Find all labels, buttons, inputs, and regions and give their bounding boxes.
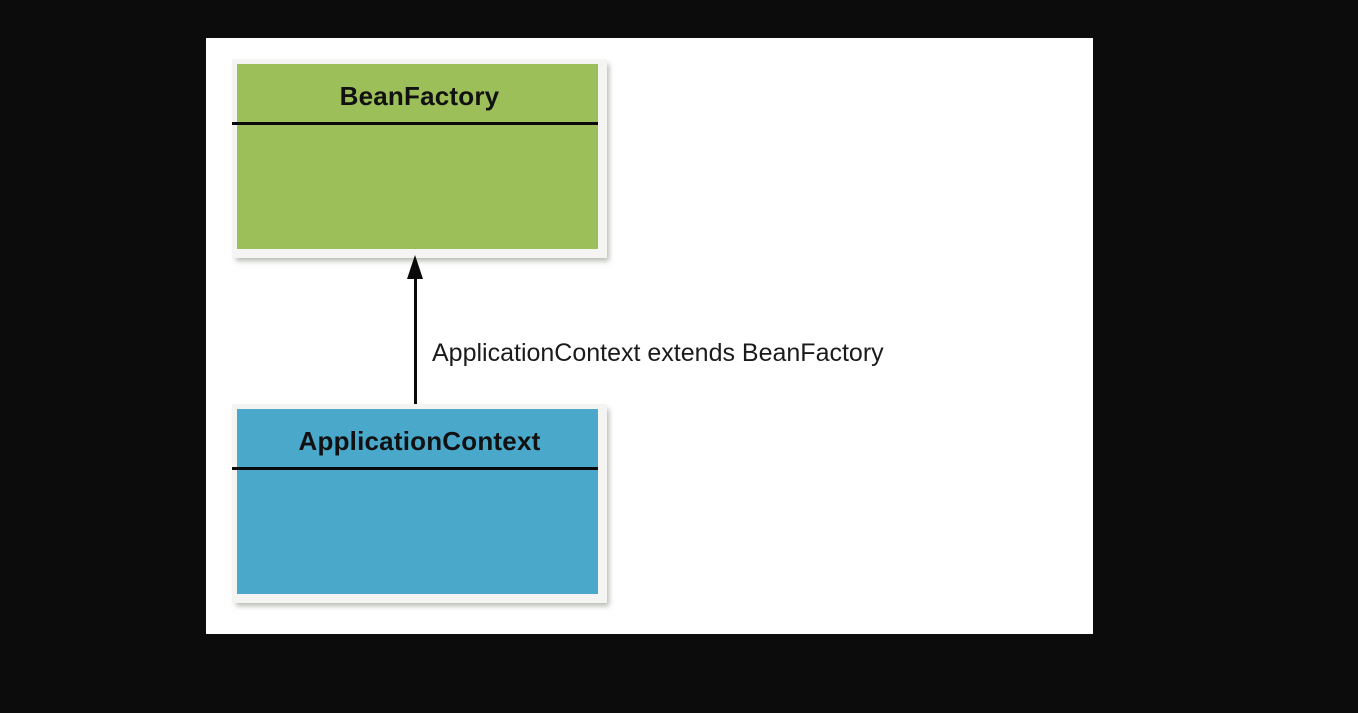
class-body-fill <box>237 409 598 594</box>
arrowhead-icon <box>407 255 423 279</box>
uml-class-beanfactory[interactable]: BeanFactory <box>232 59 607 258</box>
class-compartment-divider <box>232 467 598 470</box>
uml-class-applicationcontext[interactable]: ApplicationContext <box>232 404 607 603</box>
generalization-connector[interactable] <box>404 255 428 407</box>
class-body-fill <box>237 64 598 249</box>
class-compartment-divider <box>232 122 598 125</box>
relationship-label: ApplicationContext extends BeanFactory <box>432 339 884 367</box>
class-name-applicationcontext: ApplicationContext <box>298 426 541 456</box>
class-name-beanfactory: BeanFactory <box>339 81 500 111</box>
connector-line <box>414 277 417 407</box>
diagram-canvas: BeanFactory ApplicationContext extends B… <box>206 38 1093 634</box>
